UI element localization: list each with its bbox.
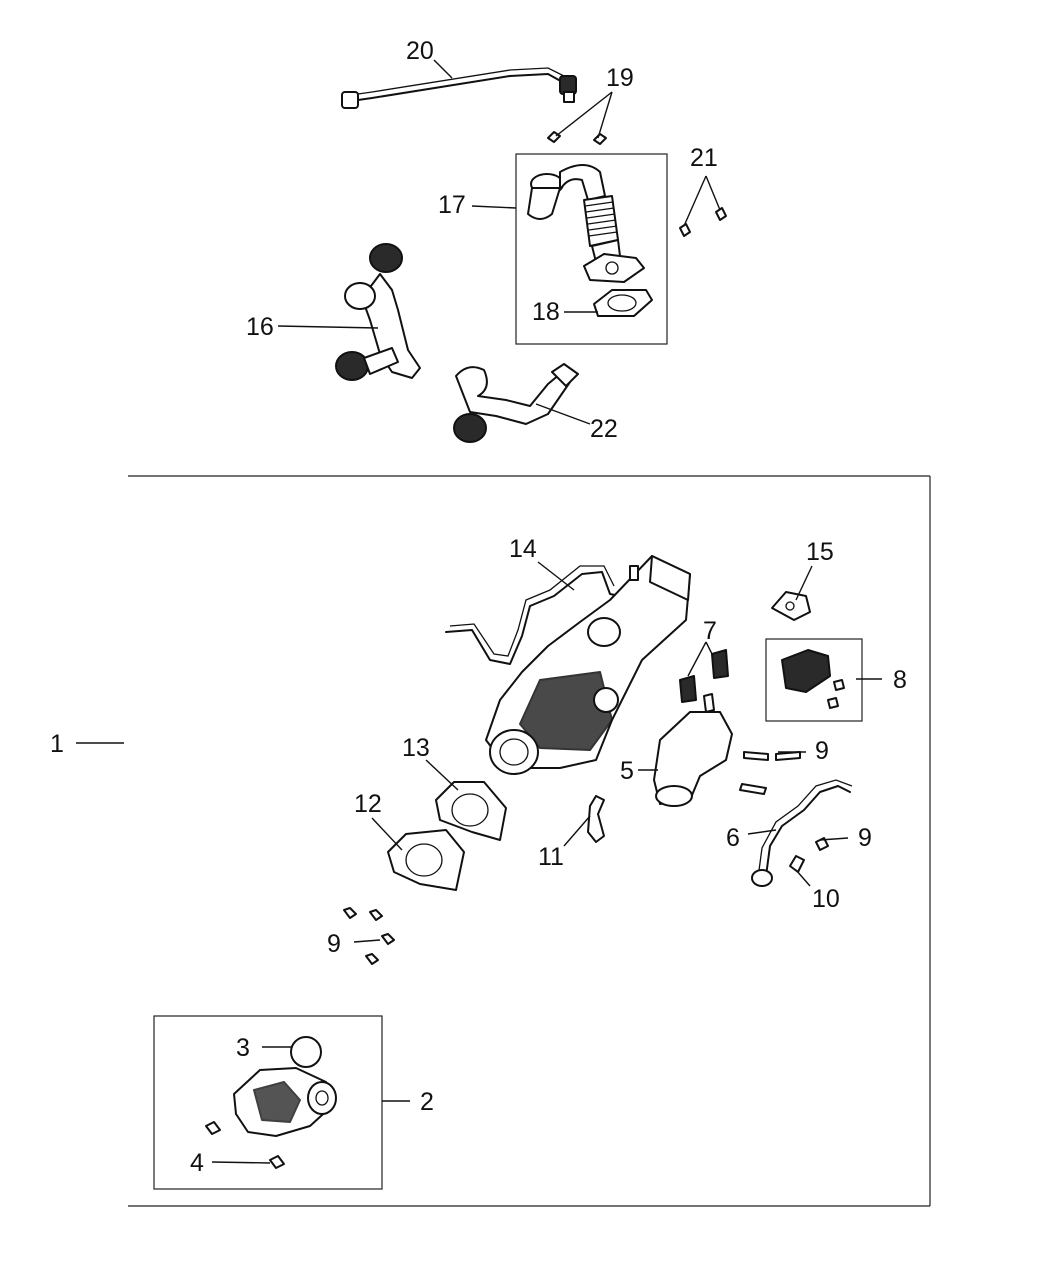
callout-16: 16 [246,313,274,341]
tube-part-6 [751,779,853,887]
coolant-hose-part-16 [335,243,421,381]
gasket-part-18 [593,289,653,317]
callout-9-left: 9 [327,930,341,958]
nut-part-15 [771,591,811,621]
o-ring-part-3 [290,1036,322,1068]
bolts-part-21 [679,207,727,237]
bolt-part-10 [789,855,805,873]
callout-13: 13 [402,734,430,762]
callout-3: 3 [236,1034,250,1062]
callout-9-right-lower: 9 [858,824,872,852]
callout-8: 8 [893,666,907,694]
callout-15: 15 [806,538,834,566]
callout-14: 14 [509,535,537,563]
callout-4: 4 [190,1149,204,1177]
callout-21: 21 [690,144,718,172]
bolts-part-9-right [739,751,829,851]
callout-5: 5 [620,757,634,785]
tube-part-14 [445,565,621,665]
callout-7: 7 [703,617,717,645]
callout-2: 2 [420,1088,434,1116]
callout-18: 18 [532,298,560,326]
egr-tube-part-17 [527,164,645,283]
bolts-part-4 [205,1121,285,1169]
frame-17 [515,153,668,345]
leader-lines [76,59,882,1164]
sensor-part-11 [587,795,605,843]
sensors-part-7 [679,649,729,703]
sensor-harness-part-20 [341,67,577,109]
callout-9-right-upper: 9 [815,737,829,765]
frame-8 [765,638,863,722]
bolts-part-9-left [343,907,395,965]
actuator-part-8 [781,649,845,709]
water-pump-part-2 [233,1067,337,1137]
callout-19: 19 [606,64,634,92]
coolant-hose-part-22 [453,363,579,443]
callout-10: 10 [812,885,840,913]
thermostat-housing-part-5 [653,693,733,807]
frame-2 [153,1015,383,1190]
callout-22: 22 [590,415,618,443]
callout-6: 6 [726,824,740,852]
callout-1: 1 [50,730,64,758]
gasket-part-12 [387,829,465,891]
main-assembly-frame [128,475,931,1207]
callout-20: 20 [406,37,434,65]
gasket-part-13 [435,781,507,841]
callout-12: 12 [354,790,382,818]
egr-cooler-main-body [485,555,691,775]
bolts-part-19 [547,131,607,145]
callout-labels: 1 2 3 4 5 6 7 8 9 9 9 10 11 12 13 14 15 … [50,37,907,1177]
callout-17: 17 [438,191,466,219]
callout-11: 11 [538,843,564,871]
